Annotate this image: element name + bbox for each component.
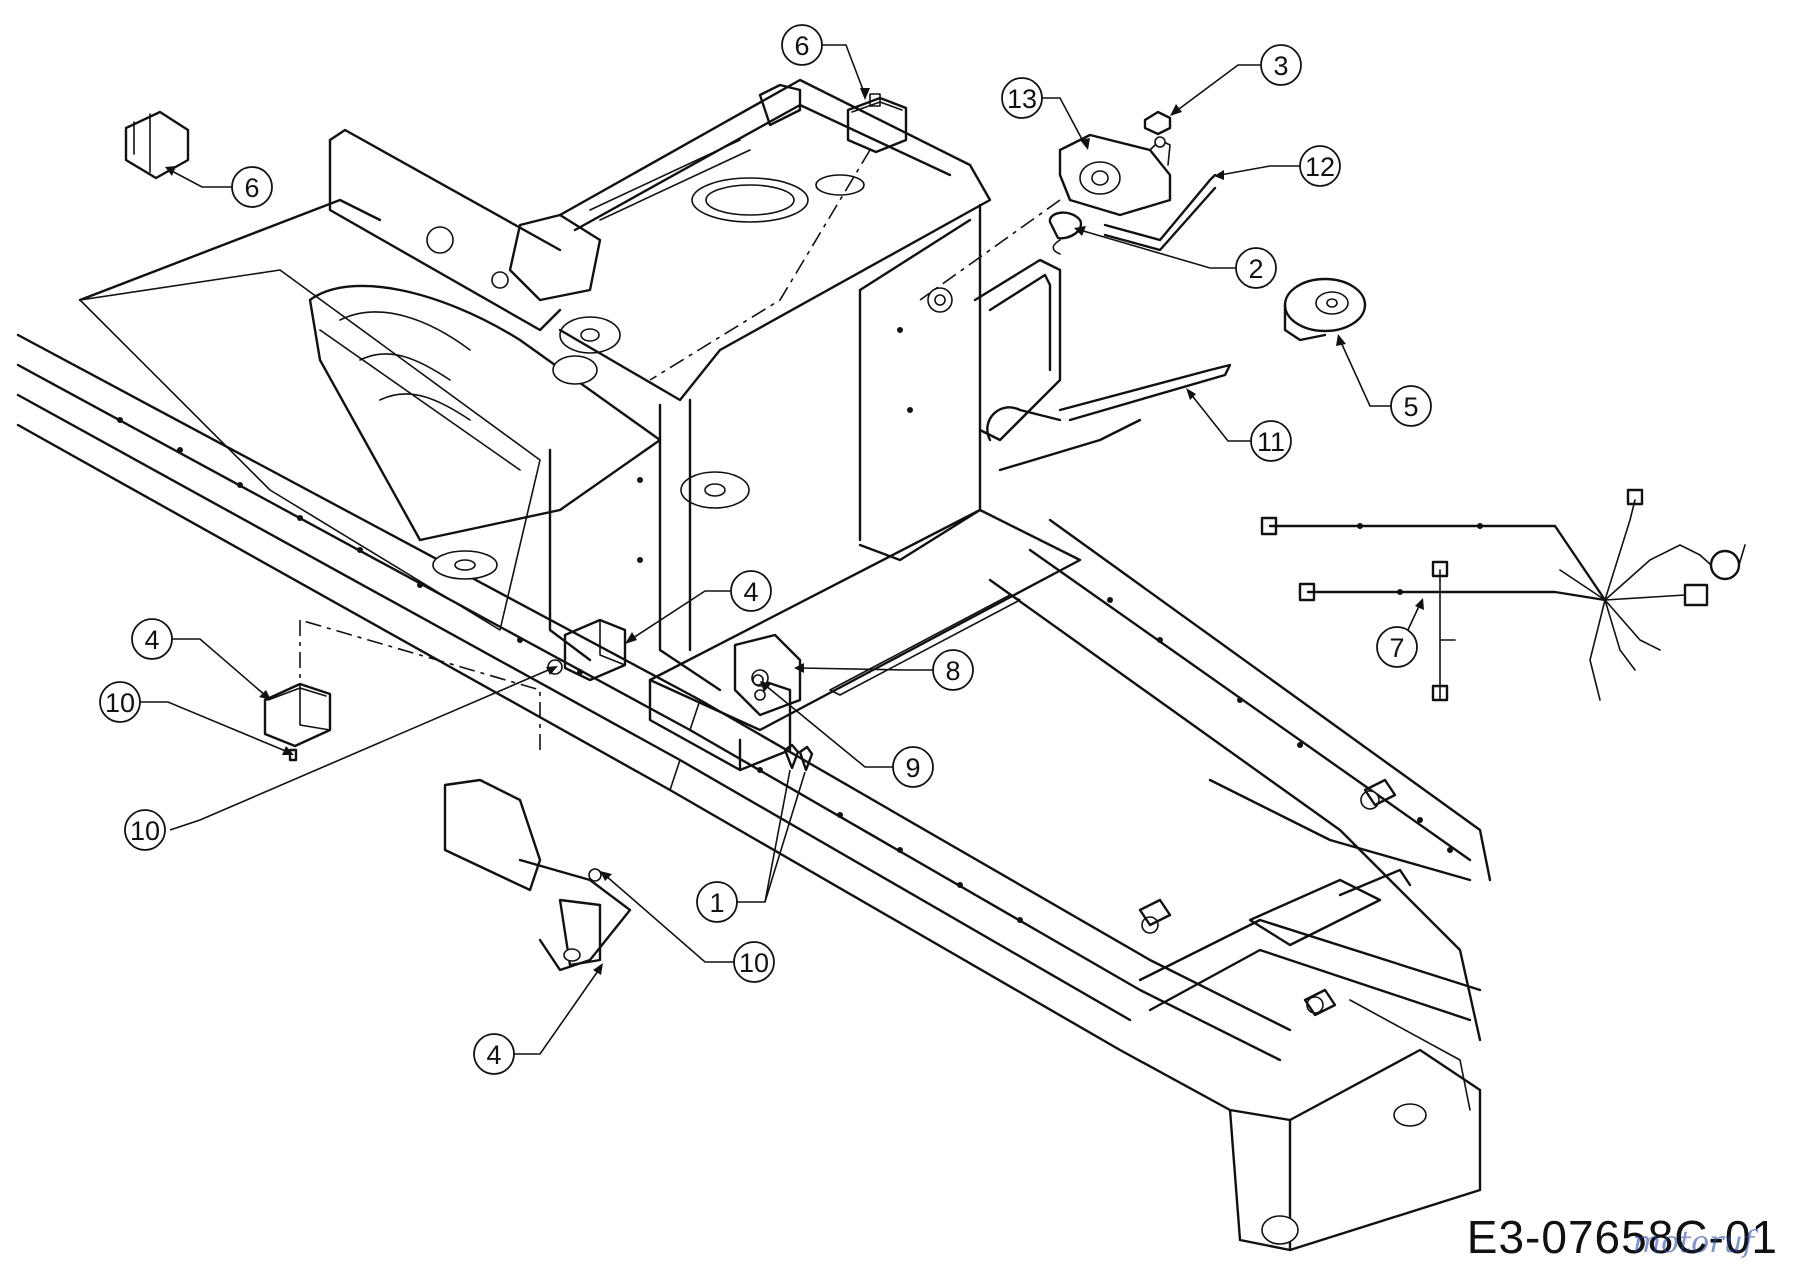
ignition-switch-5: [1283, 277, 1367, 342]
solenoid: [919, 133, 1172, 301]
interlock-switch-left: [263, 619, 541, 762]
svg-text:7: 7: [1389, 633, 1404, 663]
svg-text:13: 13: [1007, 84, 1037, 114]
svg-text:4: 4: [486, 1040, 501, 1070]
svg-text:10: 10: [130, 816, 160, 846]
svg-text:8: 8: [945, 656, 960, 686]
terminal-2: [1048, 211, 1083, 255]
bracket-switch-bottom: [443, 778, 632, 972]
watermark-logo: motoruf: [1632, 1225, 1754, 1260]
callout-5: 5: [1390, 385, 1432, 427]
seat-switch-top: [649, 93, 908, 381]
svg-text:12: 12: [1305, 152, 1335, 182]
bolt-3: [1143, 110, 1172, 136]
callout-2: 2: [1235, 247, 1277, 289]
drawing-id: E3-07658C-01: [1466, 1211, 1778, 1263]
wire-12: [1103, 173, 1217, 252]
svg-text:2: 2: [1248, 254, 1263, 284]
svg-text:4: 4: [144, 625, 159, 655]
callout-4-mid: 4: [730, 570, 772, 612]
bolts-1: [783, 743, 814, 772]
callout-7: 7: [1376, 626, 1418, 668]
svg-text:6: 6: [794, 31, 809, 61]
svg-text:5: 5: [1403, 392, 1418, 422]
svg-text:4: 4: [743, 577, 758, 607]
rail-holes: [117, 417, 1453, 923]
svg-text:3: 3: [1273, 51, 1288, 81]
callout-13: 13: [1001, 77, 1043, 119]
callout-6-top: 6: [781, 24, 823, 66]
bracket-8: [733, 633, 802, 717]
callout-9: 9: [892, 746, 934, 788]
wiring-harness-7: [1260, 488, 1746, 702]
svg-text:9: 9: [905, 753, 920, 783]
callout-10-c: 10: [733, 941, 775, 983]
interlock-switch-mid: [547, 618, 627, 682]
svg-text:10: 10: [105, 688, 135, 718]
rod-assembly: [973, 258, 1062, 442]
svg-text:11: 11: [1257, 427, 1285, 457]
frame-assembly: [16, 78, 1492, 1252]
svg-text:1: 1: [709, 888, 724, 918]
callout-11: 11: [1250, 420, 1292, 462]
callouts: 6 6 13 3 12 2 5 11 7 4 8 9 4 10 10 1 10 …: [99, 24, 1432, 1075]
callout-8: 8: [932, 649, 974, 691]
callout-1: 1: [696, 881, 738, 923]
callout-4-left: 4: [131, 618, 173, 660]
callout-12: 12: [1299, 145, 1341, 187]
svg-text:10: 10: [739, 948, 769, 978]
nut-9: [752, 674, 764, 686]
seat-switch-left: [124, 110, 190, 180]
callout-3: 3: [1260, 44, 1302, 86]
callout-6-left: 6: [231, 166, 273, 208]
callout-4-bottom: 4: [473, 1033, 515, 1075]
callout-10-a: 10: [99, 681, 141, 723]
callout-10-b: 10: [124, 809, 166, 851]
svg-text:6: 6: [244, 173, 259, 203]
